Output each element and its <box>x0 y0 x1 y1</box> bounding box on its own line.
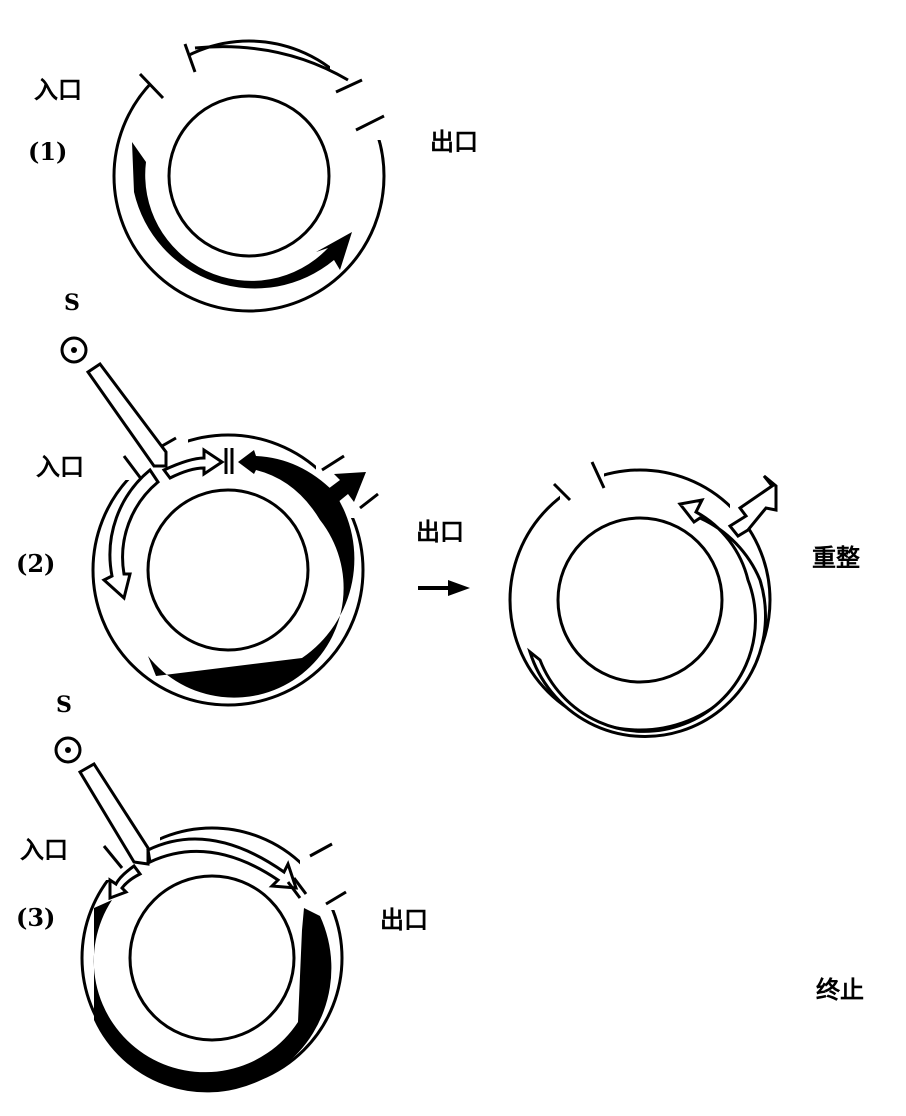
diagram-3-wall-a <box>102 845 124 869</box>
d3-result-label: 终止 <box>816 975 864 1004</box>
diagram-3 <box>54 736 360 1093</box>
diagram-3-collision-line-a <box>286 881 302 899</box>
reorg-wall-b <box>590 461 606 489</box>
diagram-1-entrance-gap <box>150 40 190 110</box>
d1-entrance-label: 入口 <box>34 75 82 104</box>
reorg-white-arrow-ring <box>527 497 768 739</box>
d3-exit-label: 出口 <box>380 905 428 934</box>
diagram-3-wall-c <box>325 890 347 906</box>
diagram-2-inner-ring <box>146 488 310 652</box>
diagram-1-outer-ring <box>112 39 386 313</box>
diagram-3-source-ring <box>54 736 82 764</box>
diagram-1-wall-tick-c <box>138 72 165 100</box>
diagram-2-wall-c <box>321 454 345 472</box>
diagram-1-wall-tick-a <box>183 43 197 73</box>
d2-number-label: (2) <box>16 549 56 578</box>
d3-entrance-label: 入口 <box>20 835 68 864</box>
d2-exit-label: 出口 <box>416 517 464 546</box>
diagram-2-source-ring <box>60 336 88 364</box>
diagram-3-white-arrow-left <box>108 863 143 901</box>
diagram-1-wall-tick-b <box>335 78 363 94</box>
reorg-white-arrow-exit <box>727 474 778 538</box>
diagram-3-inner-ring <box>128 874 296 1042</box>
diagram-3-source-dot <box>65 747 71 753</box>
diagram-3-collision-line-b <box>292 877 308 895</box>
diagram-3-wall-b <box>309 842 333 858</box>
diagram-2-wall-b <box>122 455 144 481</box>
diagram-2-wall-d <box>359 492 379 510</box>
diagram-1 <box>112 39 390 313</box>
diagram-1-wall-top <box>194 45 349 82</box>
diagram-1-wall-tick-d <box>355 114 385 132</box>
diagram-reorganisation <box>508 460 778 739</box>
diagram-3-black-arrow <box>93 900 332 1093</box>
reorg-entrance-gap <box>560 460 604 510</box>
diagram-2-white-arrow-right <box>161 447 225 480</box>
reorg-inner-ring <box>556 516 724 684</box>
diagram-2-white-arrow-down <box>101 467 160 601</box>
diagram-2-outer-ring <box>91 433 365 707</box>
diagram-3-white-arrow-upper <box>146 837 299 890</box>
diagram-2-black-arrow-retro <box>148 450 355 698</box>
d2-result-label: 重整 <box>812 543 860 572</box>
d3-source-label: S <box>56 692 72 718</box>
d1-exit-label: 出口 <box>430 127 478 156</box>
d1-number-label: (1) <box>28 137 68 166</box>
d2-source-label: S <box>64 290 80 316</box>
d2-entrance-label: 入口 <box>36 452 84 481</box>
transition-arrow <box>418 580 470 596</box>
diagram-1-inner-ring <box>167 94 331 258</box>
d3-number-label: (3) <box>16 903 56 932</box>
diagram-2-source-dot <box>71 347 77 353</box>
diagram-2-stimulus-channel <box>85 361 168 468</box>
reorg-wall-a <box>552 482 572 502</box>
diagram-2-black-arrow-exit <box>316 472 366 512</box>
diagram-2 <box>60 336 386 707</box>
diagram-2-wall-a <box>161 436 177 448</box>
